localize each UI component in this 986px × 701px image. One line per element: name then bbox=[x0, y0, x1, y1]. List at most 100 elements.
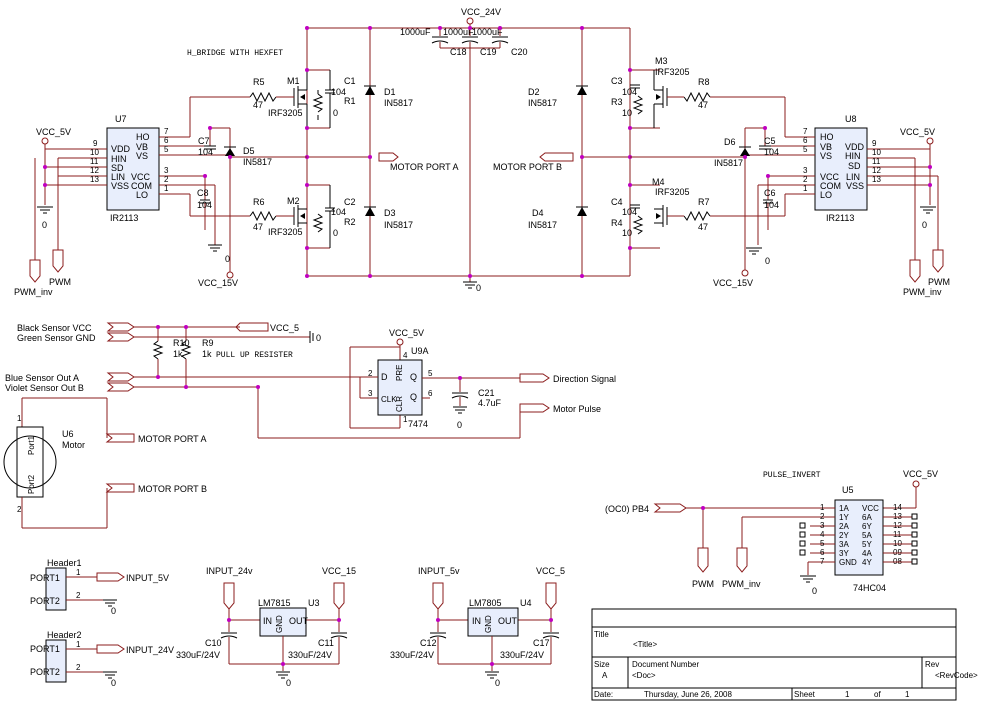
u7-pin-ho: HO bbox=[136, 132, 150, 142]
header2-gnd: 0 bbox=[111, 678, 116, 688]
d5-part: IN5817 bbox=[243, 157, 272, 167]
u5-left-pin-name: 3Y bbox=[839, 549, 849, 558]
u9-pin2: 2 bbox=[368, 369, 373, 378]
r4-value: 10 bbox=[622, 228, 632, 238]
reg2-part: LM7805 bbox=[469, 598, 502, 608]
u5-left-pin-name: 1A bbox=[839, 504, 849, 513]
u9-pin1: 1 bbox=[403, 415, 408, 424]
m1-ref: M1 bbox=[287, 76, 300, 86]
of-value: 1 bbox=[905, 690, 910, 699]
u7-pin-vs: VS bbox=[136, 151, 148, 161]
motor-port-a-flag-label: MOTOR PORT A bbox=[138, 434, 207, 444]
u8-pin-vss: VSS bbox=[846, 181, 864, 191]
motor-pulse-label: Motor Pulse bbox=[553, 404, 601, 414]
r1-ref: R1 bbox=[344, 96, 356, 106]
c10-ref: C10 bbox=[205, 638, 222, 648]
header2-input24v: INPUT_24V bbox=[126, 645, 174, 655]
ground-u8-right bbox=[920, 206, 936, 214]
header2-port1: PORT1 bbox=[30, 644, 60, 654]
rev-value: <RevCode> bbox=[935, 671, 978, 680]
violet-sensor-label: Violet Sensor Out B bbox=[5, 383, 84, 393]
r9-ref: R9 bbox=[202, 338, 214, 348]
u5-right-pin-num: 14 bbox=[893, 503, 902, 512]
header1-input5v: INPUT_5V bbox=[126, 573, 169, 583]
u9-pin5: 5 bbox=[428, 369, 433, 378]
u8-pin-lin: LIN bbox=[846, 172, 860, 182]
reg2-out-label: VCC_5 bbox=[536, 566, 565, 576]
r7-value: 47 bbox=[698, 222, 708, 232]
u8-pin-ho: HO bbox=[820, 132, 834, 142]
diode-d2: D2 IN5817 bbox=[528, 85, 588, 108]
m3-ref: M3 bbox=[655, 56, 668, 66]
inverter-gnd-label: 0 bbox=[812, 586, 817, 596]
motor-pin1: 1 bbox=[17, 414, 22, 423]
ground-u5 bbox=[800, 575, 816, 583]
regulator-lm7815: INPUT_24v VCC_15 LM7815 U3 IN OUT GND 0 … bbox=[176, 566, 356, 688]
d6-ref: D6 bbox=[724, 137, 736, 147]
u7-num-6: 6 bbox=[164, 136, 169, 145]
junctions-bridge bbox=[305, 26, 632, 278]
reg1-in-label: INPUT_24v bbox=[206, 566, 253, 576]
u5-right-pin-name: 5A bbox=[862, 531, 872, 540]
ground-center-label: 0 bbox=[476, 283, 481, 293]
title-label: Title bbox=[594, 630, 609, 639]
c6-ref: C6 bbox=[764, 188, 776, 198]
u8-num-7: 7 bbox=[803, 127, 808, 136]
r9-value: 1k bbox=[202, 349, 212, 359]
u5-nc-marker bbox=[911, 540, 918, 547]
u7-pin-vcc: VCC bbox=[131, 172, 151, 182]
m2-ref: M2 bbox=[287, 196, 300, 206]
d1-ref: D1 bbox=[384, 87, 396, 97]
c5-ref: C5 bbox=[764, 136, 776, 146]
header-1: Header1 PORT1 PORT2 1 2 INPUT_5V 0 bbox=[30, 558, 169, 616]
u5-left-pin-name: 2A bbox=[839, 522, 849, 531]
size-value: A bbox=[602, 671, 608, 680]
header1-pin1: 1 bbox=[76, 568, 81, 577]
u5-left-pin-num: 1 bbox=[820, 503, 825, 512]
vcc5-ff-label: VCC_5V bbox=[389, 328, 424, 338]
u7-num-12: 12 bbox=[90, 166, 99, 175]
ground-u7 bbox=[208, 244, 222, 252]
r1-value: 0 bbox=[333, 108, 338, 118]
motor-pin2: 2 bbox=[17, 505, 22, 514]
m2-part: IRF3205 bbox=[268, 227, 303, 237]
u7-num-1: 1 bbox=[164, 184, 169, 193]
sheet-label: Sheet bbox=[794, 690, 816, 699]
u5-left-pin-num: 4 bbox=[820, 530, 825, 539]
c17-ref: C17 bbox=[533, 638, 550, 648]
direction-signal-label: Direction Signal bbox=[553, 374, 616, 384]
u7-pin-lo: LO bbox=[136, 190, 148, 200]
sensor-section: Black Sensor VCC Green Sensor GND Blue S… bbox=[5, 322, 616, 439]
u7-num-7: 7 bbox=[164, 127, 169, 136]
ground-u8-right-label: 0 bbox=[922, 220, 927, 230]
u9-d: D bbox=[381, 372, 388, 382]
header1-port1: PORT1 bbox=[30, 573, 60, 583]
u5-nc-marker bbox=[911, 522, 918, 529]
header1-gnd: 0 bbox=[111, 606, 116, 616]
c10-value: 330uF/24V bbox=[176, 650, 220, 660]
r5-ref: R5 bbox=[253, 77, 265, 87]
mosfet-m4: M4 IRF3205 bbox=[652, 177, 690, 227]
pwm-inv-left: PWM_inv bbox=[14, 287, 53, 297]
m4-ref: M4 bbox=[652, 177, 665, 187]
u7-pin-sd: SD bbox=[111, 163, 124, 173]
docnum-label: Document Number bbox=[632, 660, 699, 669]
c11-ref: C11 bbox=[318, 638, 334, 648]
u8-num-1: 1 bbox=[803, 184, 808, 193]
c2-value: 104 bbox=[331, 207, 346, 217]
u8-pin-vcc: VCC bbox=[820, 172, 840, 182]
motor-name: Motor bbox=[62, 440, 85, 450]
diode-d4: D4 IN5817 bbox=[528, 206, 588, 230]
u8-num-12: 12 bbox=[872, 166, 881, 175]
r3-ref: R3 bbox=[611, 97, 623, 107]
header2-ref: Header2 bbox=[47, 630, 82, 640]
date-value: Thursday, June 26, 2008 bbox=[644, 690, 732, 699]
reg1-ground: 0 bbox=[286, 678, 291, 688]
r2-value: 0 bbox=[333, 228, 338, 238]
u8-num-2: 2 bbox=[803, 175, 808, 184]
c2-ref: C2 bbox=[344, 197, 356, 207]
h-bridge: VCC_24V 0 1000uF bbox=[187, 7, 690, 293]
c20-ref: C20 bbox=[511, 47, 528, 57]
ground-u7-left bbox=[37, 206, 53, 214]
